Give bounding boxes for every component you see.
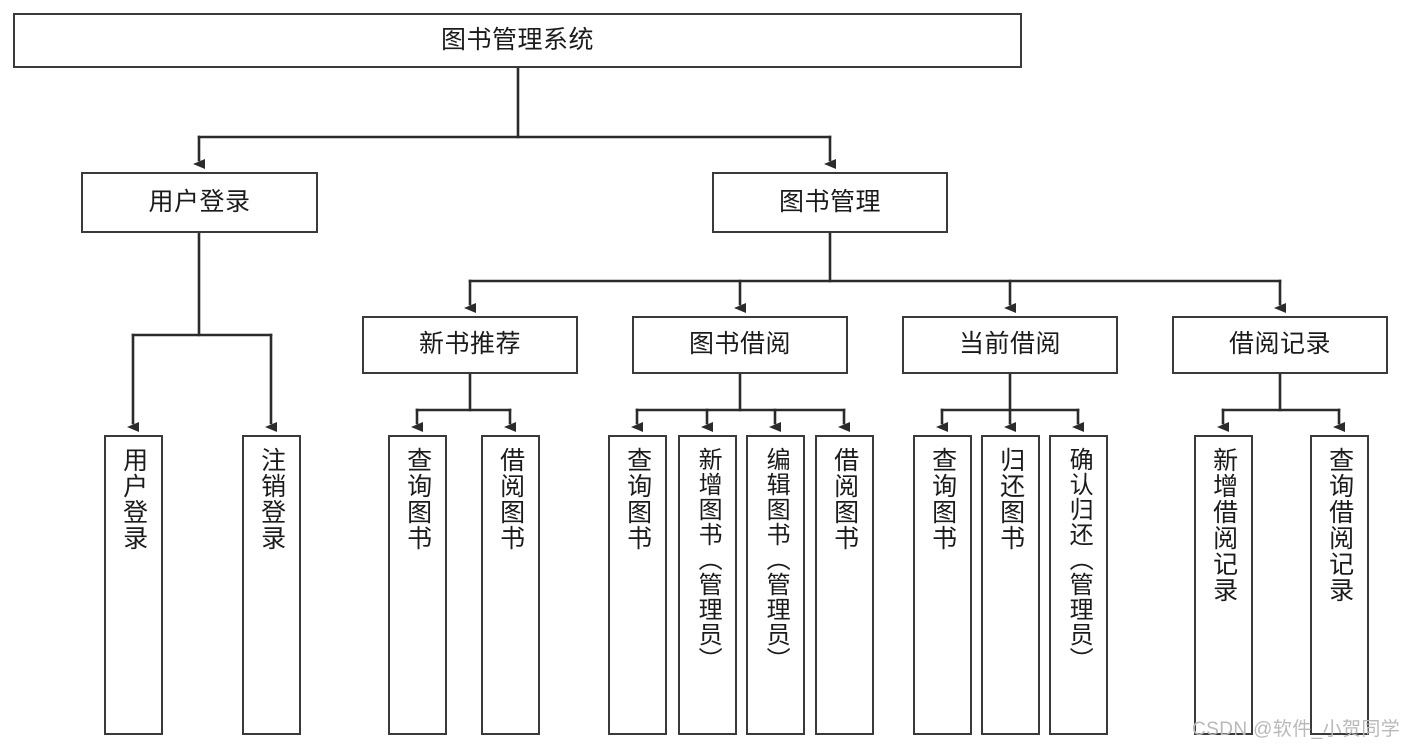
node-leaf-add-record[interactable]: 新增借阅记录	[1194, 435, 1253, 735]
node-leaf-borrow-book-1-label: 借阅图书	[496, 447, 525, 551]
node-leaf-user-login-label: 用户登录	[119, 447, 148, 551]
node-current-borrow-label: 当前借阅	[958, 330, 1061, 359]
node-leaf-confirm-return[interactable]: 确认归还（管理员）	[1049, 435, 1108, 735]
node-leaf-return-book-label: 归还图书	[996, 447, 1025, 551]
node-leaf-logout-login[interactable]: 注销登录	[242, 435, 301, 735]
node-leaf-add-record-label: 新增借阅记录	[1209, 447, 1238, 603]
node-user-login-label: 用户登录	[148, 187, 251, 216]
node-root[interactable]: 图书管理系统	[13, 13, 1022, 68]
node-root-label: 图书管理系统	[440, 25, 594, 54]
csdn-watermark: CSDN @软件_小贺同学	[1192, 719, 1401, 740]
node-leaf-logout-login-label: 注销登录	[257, 447, 286, 551]
node-leaf-add-book[interactable]: 新增图书（管理员）	[678, 435, 737, 735]
node-leaf-borrow-book-2[interactable]: 借阅图书	[815, 435, 874, 735]
node-leaf-user-login[interactable]: 用户登录	[104, 435, 163, 735]
node-leaf-return-book[interactable]: 归还图书	[981, 435, 1040, 735]
node-leaf-query-book-2-label: 查询图书	[623, 447, 652, 551]
node-leaf-borrow-book-1[interactable]: 借阅图书	[481, 435, 540, 735]
node-borrow-record[interactable]: 借阅记录	[1172, 316, 1388, 374]
node-user-login[interactable]: 用户登录	[81, 172, 318, 233]
node-book-borrow-label: 图书借阅	[688, 330, 791, 359]
node-leaf-edit-book[interactable]: 编辑图书（管理员）	[746, 435, 805, 735]
node-leaf-add-book-label: 新增图书（管理员）	[694, 447, 722, 672]
node-leaf-query-book-3-label: 查询图书	[928, 447, 957, 551]
node-leaf-edit-book-label: 编辑图书（管理员）	[762, 447, 790, 672]
node-leaf-query-book-2[interactable]: 查询图书	[608, 435, 667, 735]
node-current-borrow[interactable]: 当前借阅	[902, 316, 1118, 374]
node-leaf-query-record[interactable]: 查询借阅记录	[1310, 435, 1369, 735]
node-leaf-query-record-label: 查询借阅记录	[1325, 447, 1354, 603]
node-borrow-record-label: 借阅记录	[1228, 330, 1331, 359]
node-leaf-query-book-1-label: 查询图书	[403, 447, 432, 551]
node-leaf-query-book-3[interactable]: 查询图书	[913, 435, 972, 735]
node-new-book-rec-label: 新书推荐	[418, 330, 521, 359]
node-leaf-confirm-return-label: 确认归还（管理员）	[1065, 447, 1093, 672]
node-new-book-rec[interactable]: 新书推荐	[362, 316, 578, 374]
node-leaf-query-book-1[interactable]: 查询图书	[388, 435, 447, 735]
node-leaf-borrow-book-2-label: 借阅图书	[830, 447, 859, 551]
node-book-manage[interactable]: 图书管理	[712, 172, 948, 233]
node-book-borrow[interactable]: 图书借阅	[632, 316, 848, 374]
node-book-manage-label: 图书管理	[778, 187, 881, 216]
